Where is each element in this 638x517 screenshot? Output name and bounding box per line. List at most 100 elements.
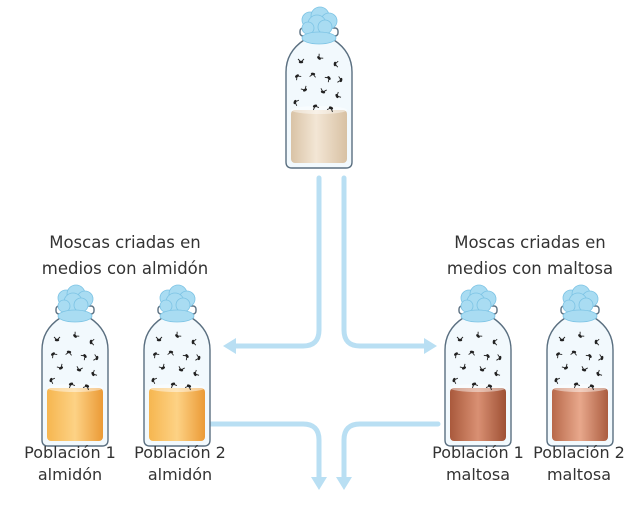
population-label-line1: Población 2 xyxy=(533,443,625,462)
arrow-heads xyxy=(223,338,437,490)
population-label-starch-1: Población 1 almidón xyxy=(10,442,130,486)
fly-icon xyxy=(483,354,490,361)
fly-icon xyxy=(581,366,588,372)
fly-icon xyxy=(167,350,174,356)
fly-icon xyxy=(300,85,308,92)
flow-arrow-to-maltose xyxy=(341,175,428,349)
fly-icon xyxy=(573,382,581,389)
arrow-icon xyxy=(223,338,236,354)
maltose-group-title-line2: medios con maltosa xyxy=(446,259,614,278)
fly-icon xyxy=(337,76,343,83)
fly-icon xyxy=(309,72,316,78)
population-label-line2: maltosa xyxy=(546,465,612,484)
fly-icon xyxy=(471,382,479,389)
fly-icon xyxy=(65,350,72,356)
fly-icon xyxy=(479,366,486,372)
fly-icon xyxy=(587,384,595,391)
bottle-starch-1 xyxy=(41,284,109,447)
culture-medium xyxy=(149,388,205,441)
fly-icon xyxy=(496,354,502,361)
maltose-group-title: Moscas criadas en medios con maltosa xyxy=(430,230,630,282)
fly-icon xyxy=(485,384,493,391)
fly-icon xyxy=(178,366,185,372)
population-label-maltose-2: Población 2 maltosa xyxy=(520,442,638,486)
fly-icon xyxy=(594,338,600,346)
fly-icon xyxy=(596,369,603,377)
fly-icon xyxy=(452,377,459,385)
fly-icon xyxy=(320,88,327,94)
fly-icon xyxy=(492,338,498,346)
arrow-icon xyxy=(424,338,437,354)
cotton-plug-icon xyxy=(57,284,94,323)
fly-icon xyxy=(570,350,577,356)
bottle-maltose-2 xyxy=(546,284,614,447)
fly-icon xyxy=(184,384,192,391)
maltose-group-title-line1: Moscas criadas en xyxy=(454,233,606,252)
flow-arrow-to-starch xyxy=(230,175,322,349)
fly-icon xyxy=(51,352,58,359)
bottle-starch-2 xyxy=(143,284,211,447)
fly-icon xyxy=(93,354,99,361)
flow-arrow-maltose-down xyxy=(341,421,441,481)
fly-icon xyxy=(68,382,76,389)
fly-icon-group xyxy=(49,331,99,391)
culture-medium xyxy=(552,388,608,441)
fly-icon xyxy=(295,74,302,81)
fly-icon xyxy=(324,76,331,83)
fly-icon xyxy=(56,363,64,370)
fly-icon xyxy=(151,377,158,385)
culture-medium-top xyxy=(291,106,347,114)
flow-arrows xyxy=(205,175,441,481)
fly-icon xyxy=(556,352,563,359)
fly-icon xyxy=(558,336,566,342)
arrow-icon xyxy=(336,477,352,490)
source-bottle xyxy=(285,6,353,169)
population-label-line1: Población 1 xyxy=(432,443,524,462)
fly-icon xyxy=(170,382,178,389)
fly-icon xyxy=(191,338,197,346)
fly-icon xyxy=(182,354,189,361)
bottles xyxy=(41,6,614,447)
fly-icon xyxy=(76,366,83,372)
fly-icon xyxy=(82,384,90,391)
population-label-maltose-1: Población 1 maltosa xyxy=(418,442,538,486)
fly-icon xyxy=(312,104,320,111)
fly-icon xyxy=(561,363,569,370)
fly-icon xyxy=(49,377,56,385)
fly-icon-group xyxy=(151,331,201,391)
fly-icon xyxy=(554,377,561,385)
fly-icon xyxy=(598,354,604,361)
fly-icon xyxy=(333,60,339,68)
fly-icon xyxy=(155,336,163,342)
fly-icon xyxy=(317,53,324,60)
fly-icon-group xyxy=(554,331,604,391)
fly-icon xyxy=(454,352,461,359)
fly-icon xyxy=(293,99,300,107)
fly-icon xyxy=(459,363,467,370)
cotton-plug-icon xyxy=(562,284,599,323)
fly-icon xyxy=(326,106,334,113)
population-label-line2: maltosa xyxy=(445,465,511,484)
culture-medium xyxy=(47,388,103,441)
population-label-starch-2: Población 2 almidón xyxy=(120,442,240,486)
cotton-plug-icon xyxy=(301,6,338,45)
fly-icon xyxy=(158,363,166,370)
cotton-plug-icon xyxy=(159,284,196,323)
fly-icon xyxy=(494,369,501,377)
population-label-line1: Población 2 xyxy=(134,443,226,462)
fly-icon xyxy=(476,331,483,338)
culture-medium xyxy=(450,388,506,441)
fly-icon xyxy=(468,350,475,356)
flow-arrow-starch-down xyxy=(205,421,322,481)
starch-group-title-line1: Moscas criadas en xyxy=(49,233,201,252)
fly-icon xyxy=(89,338,95,346)
fly-icon-group xyxy=(293,53,343,113)
bottle-maltose-1 xyxy=(444,284,512,447)
culture-medium-top xyxy=(47,384,103,392)
population-label-line1: Población 1 xyxy=(24,443,116,462)
culture-medium-top xyxy=(450,384,506,392)
fly-icon xyxy=(175,331,182,338)
fly-icon xyxy=(193,369,200,377)
population-label-line2: almidón xyxy=(37,465,103,484)
fly-icon xyxy=(53,336,61,342)
